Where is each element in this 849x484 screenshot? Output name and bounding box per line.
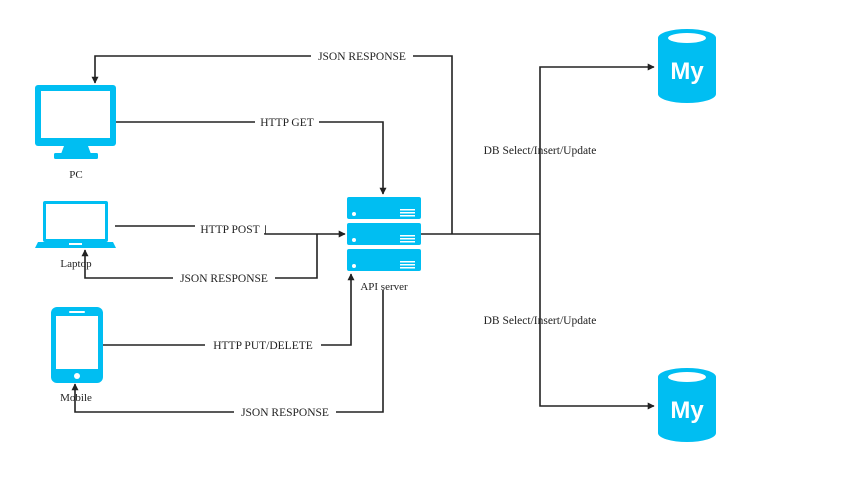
laptop-json-response-label-group: JSON RESPONSE [173, 271, 275, 285]
api-server-label: API server [360, 281, 408, 293]
pc-label: PC [69, 169, 82, 181]
pc-http-get-arrow [116, 121, 387, 195]
laptop-icon [35, 201, 116, 248]
mysql-database-icon: My [658, 368, 716, 442]
mobile-http-put-delete-label: HTTP PUT/DELETE [213, 340, 313, 352]
pc-http-get-label-group: HTTP GET [255, 115, 319, 129]
pc-json-response-label-group: JSON RESPONSE [311, 49, 413, 63]
laptop-json-response-label: JSON RESPONSE [180, 273, 268, 285]
desktop-monitor-icon [35, 85, 116, 159]
mobile-label: Mobile [60, 392, 92, 404]
laptop-http-post-label-group: HTTP POST [195, 219, 265, 236]
server-rack-icon [347, 197, 421, 271]
mobile-http-put-delete-label-group: HTTP PUT/DELETE [205, 338, 321, 352]
laptop-label: Laptop [60, 258, 92, 270]
mysql-database-icon: My [658, 29, 716, 103]
mobile-json-response-arrow [71, 290, 384, 413]
db-top-label: DB Select/Insert/Update [484, 145, 597, 157]
db-bottom-label: DB Select/Insert/Update [484, 315, 597, 327]
pc-json-response-label: JSON RESPONSE [318, 51, 406, 63]
mobile-json-response-label: JSON RESPONSE [241, 407, 329, 419]
mysql-top-logo-text: My [670, 58, 704, 85]
db-bottom-arrow [539, 234, 655, 410]
mobile-json-response-label-group: JSON RESPONSE [234, 405, 336, 419]
laptop-http-post-label: HTTP POST [200, 224, 259, 236]
pc-http-get-label: HTTP GET [260, 117, 314, 129]
pc-json-response-arrow [91, 55, 453, 234]
mobile-http-put-delete-arrow [103, 273, 355, 346]
db-top-arrow [539, 63, 655, 234]
smartphone-icon [51, 307, 103, 383]
mysql-bottom-logo-text: My [670, 397, 704, 424]
